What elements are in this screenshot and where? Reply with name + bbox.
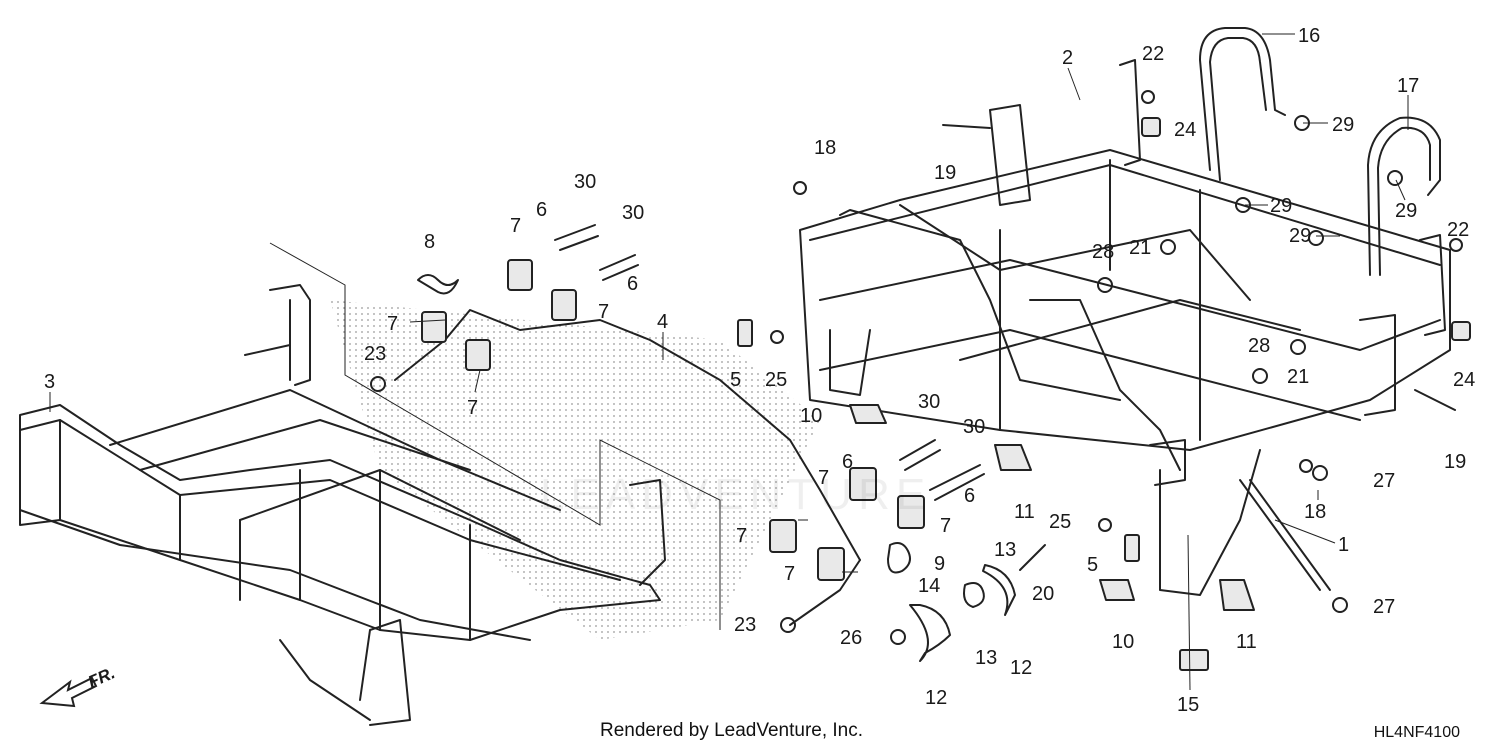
callout-19b: 19 [1444,451,1466,473]
subassembly-backdrop [330,300,820,640]
callout-14: 14 [918,575,940,597]
callout-13a: 13 [994,539,1016,561]
callout-23a: 23 [364,343,386,365]
callout-10b: 10 [1112,631,1134,653]
callout-27b: 27 [1373,596,1395,618]
callout-6c: 6 [842,451,853,473]
callout-27a: 27 [1373,470,1395,492]
callout-24b: 24 [1453,369,1475,391]
callout-6d: 6 [964,485,975,507]
callout-19a: 19 [934,162,956,184]
callout-6a: 6 [536,199,547,221]
callout-16: 16 [1298,25,1320,47]
callout-18a: 18 [814,137,836,159]
callout-7d: 7 [467,397,478,419]
callout-12a: 12 [925,687,947,709]
callout-29a: 29 [1332,114,1354,136]
hardware-parts [370,90,1471,671]
main-frame-left [19,284,666,726]
callout-7b: 7 [598,301,609,323]
callout-30a: 30 [574,171,596,193]
callout-29c: 29 [1289,225,1311,247]
callout-29b: 29 [1270,195,1292,217]
callout-2: 2 [1062,47,1073,69]
callout-6b: 6 [627,273,638,295]
watermark: LEADVENTURE [540,470,932,519]
callout-23b: 23 [734,614,756,636]
callout-7f: 7 [736,525,747,547]
callout-9: 9 [934,553,945,575]
callout-7g: 7 [940,515,951,537]
callout-24a: 24 [1174,119,1196,141]
diagram-code: HL4NF4100 [1373,724,1460,741]
callout-10a: 10 [800,405,822,427]
callout-25b: 25 [1049,511,1071,533]
callout-25a: 25 [765,369,787,391]
callout-21a: 21 [1129,237,1151,259]
callout-20: 20 [1032,583,1054,605]
callout-4: 4 [657,311,668,333]
callout-21b: 21 [1287,366,1309,388]
callout-30d: 30 [963,416,985,438]
exploded-outline [269,242,721,630]
callout-22a: 22 [1142,43,1164,65]
callout-7e: 7 [818,467,829,489]
callout-30c: 30 [918,391,940,413]
callout-28b: 28 [1248,335,1270,357]
callout-30b: 30 [622,202,644,224]
callout-8: 8 [424,231,435,253]
main-frame-right [799,59,1451,596]
callout-28a: 28 [1092,241,1114,263]
callout-11b: 11 [1236,631,1257,653]
leader-lines [49,33,1409,691]
callout-26: 26 [840,627,862,649]
render-credit: Rendered by LeadVenture, Inc. [600,720,864,741]
callout-15: 15 [1177,694,1199,716]
link-rod [394,309,861,626]
callout-12b: 12 [1010,657,1032,679]
callout-3: 3 [44,371,55,393]
callout-17: 17 [1397,75,1419,97]
callout-labels: 1 2 3 4 5 5 6 6 6 6 7 7 7 7 7 7 7 7 8 9 … [44,25,1475,716]
grab-bar-16 [1199,27,1286,181]
callout-1: 1 [1338,534,1349,556]
front-arrow-icon [39,676,98,708]
callout-7c: 7 [387,313,398,335]
callout-5a: 5 [730,369,741,391]
grab-bar-17 [1367,116,1441,276]
callout-18b: 18 [1304,501,1326,523]
callout-5b: 5 [1087,554,1098,576]
callout-29d: 29 [1395,200,1417,222]
callout-7h: 7 [784,563,795,585]
callout-7a: 7 [510,215,521,237]
callout-13b: 13 [975,647,997,669]
callout-22b: 22 [1447,219,1469,241]
callout-11a: 11 [1014,501,1035,523]
